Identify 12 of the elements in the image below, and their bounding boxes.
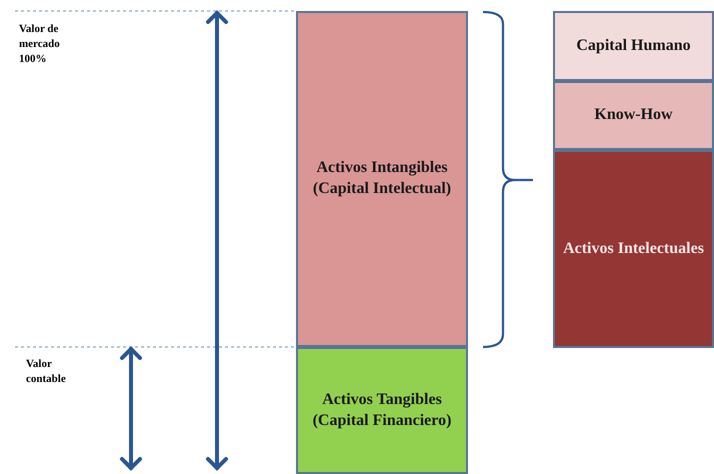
stack-segment [553,11,714,81]
box-label: Activos Intelectuales [563,238,704,259]
stack-segment [553,81,714,150]
box-label: Activos Intangibles (Capital Intelectual) [312,158,452,199]
axis-note: Valor de mercado 100% [19,22,61,67]
box-label: Know-How [594,105,673,126]
bar-segment [296,347,468,474]
stack-segment [553,150,714,348]
box-label: Capital Humano [576,36,691,56]
axis-note: Valor contable [26,357,67,387]
bar-segment [296,11,468,347]
box-label: Activos Tangibles (Capital Financiero) [312,390,452,430]
